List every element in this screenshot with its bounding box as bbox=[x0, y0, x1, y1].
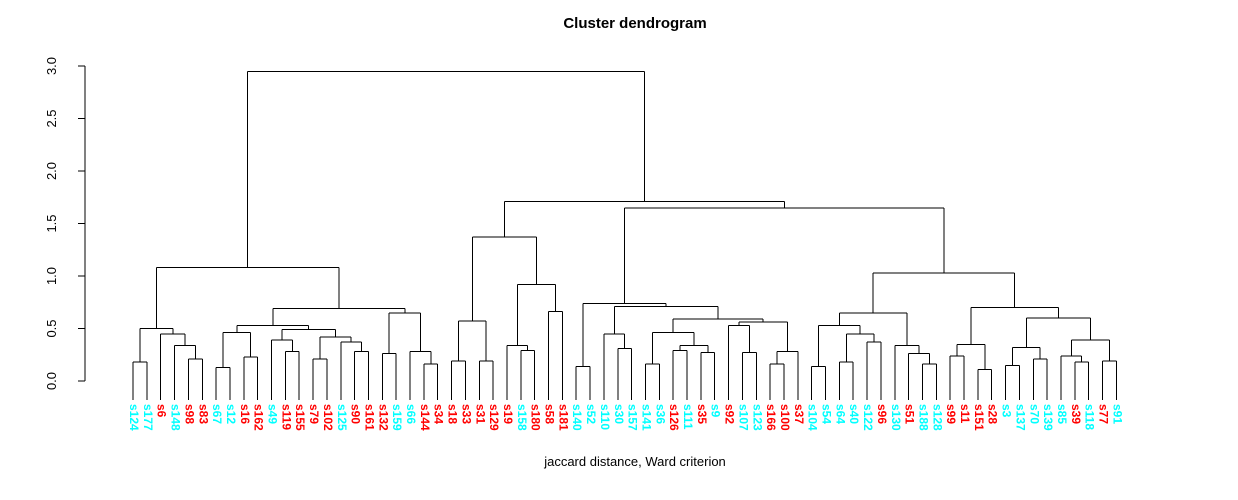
leaf-label-s28: s28 bbox=[986, 404, 1000, 424]
leaf-label-s119: s119 bbox=[279, 404, 293, 430]
leaf-label-s37: s37 bbox=[792, 404, 806, 424]
leaf-label-s159: s159 bbox=[390, 404, 404, 431]
leaf-label-s90: s90 bbox=[349, 404, 363, 424]
leaf-label-s100: s100 bbox=[778, 404, 792, 431]
leaf-label-s99: s99 bbox=[944, 404, 958, 424]
leaf-label-s144: s144 bbox=[418, 404, 432, 431]
leaf-label-s139: s139 bbox=[1041, 404, 1055, 431]
leaf-label-s35: s35 bbox=[695, 404, 709, 424]
leaf-label-s132: s132 bbox=[376, 404, 390, 431]
leaf-label-s52: s52 bbox=[584, 404, 598, 424]
leaf-label-s140: s140 bbox=[570, 404, 584, 431]
leaf-label-s39: s39 bbox=[1069, 404, 1083, 424]
y-tick-label: 1.0 bbox=[44, 267, 59, 285]
leaf-label-s98: s98 bbox=[182, 404, 196, 424]
leaf-label-s91: s91 bbox=[1110, 404, 1124, 424]
leaf-label-s33: s33 bbox=[459, 404, 473, 424]
leaf-label-s104: s104 bbox=[806, 404, 820, 431]
y-tick-label: 2.5 bbox=[44, 109, 59, 127]
leaf-label-s126: s126 bbox=[667, 404, 681, 431]
leaf-label-s31: s31 bbox=[473, 404, 487, 424]
leaf-label-s123: s123 bbox=[750, 404, 764, 431]
leaf-label-s49: s49 bbox=[266, 404, 280, 424]
leaf-label-s18: s18 bbox=[446, 404, 460, 424]
leaf-label-s148: s148 bbox=[169, 404, 183, 431]
y-tick-label: 0.0 bbox=[44, 372, 59, 390]
leaf-label-s19: s19 bbox=[501, 404, 515, 424]
leaf-label-s30: s30 bbox=[612, 404, 626, 424]
leaf-label-s6: s6 bbox=[155, 404, 169, 418]
x-axis-label: jaccard distance, Ward criterion bbox=[544, 454, 726, 469]
leaf-label-s118: s118 bbox=[1083, 404, 1097, 430]
leaf-label-s58: s58 bbox=[543, 404, 557, 424]
leaf-label-s16: s16 bbox=[238, 404, 252, 424]
leaf-label-s157: s157 bbox=[626, 404, 640, 431]
leaf-label-s51: s51 bbox=[903, 404, 917, 424]
leaf-label-s83: s83 bbox=[196, 404, 210, 424]
leaf-label-s79: s79 bbox=[307, 404, 321, 424]
leaf-label-s36: s36 bbox=[653, 404, 667, 424]
leaf-label-s54: s54 bbox=[820, 404, 834, 424]
leaf-label-s111: s111 bbox=[681, 404, 695, 430]
y-tick-label: 1.5 bbox=[44, 214, 59, 232]
leaf-label-s40: s40 bbox=[847, 404, 861, 424]
leaf-label-s162: s162 bbox=[252, 404, 266, 431]
leaf-label-s70: s70 bbox=[1027, 404, 1041, 424]
leaf-label-s181: s181 bbox=[556, 404, 570, 431]
leaf-label-s137: s137 bbox=[1013, 404, 1027, 431]
leaf-label-s161: s161 bbox=[362, 404, 376, 431]
leaf-label-s180: s180 bbox=[529, 404, 543, 431]
leaf-label-s34: s34 bbox=[432, 404, 446, 424]
y-tick-label: 2.0 bbox=[44, 162, 59, 180]
leaf-label-s110: s110 bbox=[598, 404, 612, 430]
leaf-label-s9: s9 bbox=[709, 404, 723, 418]
leaf-label-s158: s158 bbox=[515, 404, 529, 431]
leaf-label-s77: s77 bbox=[1097, 404, 1111, 424]
leaf-label-s102: s102 bbox=[321, 404, 335, 431]
leaf-label-s107: s107 bbox=[736, 404, 750, 431]
leaf-label-s124: s124 bbox=[127, 404, 141, 431]
y-tick-label: 0.5 bbox=[44, 319, 59, 337]
leaf-label-s12: s12 bbox=[224, 404, 238, 424]
leaf-label-s141: s141 bbox=[639, 404, 653, 431]
leaf-label-s11: s11 bbox=[958, 404, 972, 424]
leaf-label-s64: s64 bbox=[833, 404, 847, 424]
leaf-label-s66: s66 bbox=[404, 404, 418, 424]
y-tick-label: 3.0 bbox=[44, 57, 59, 75]
leaf-label-s188: s188 bbox=[916, 404, 930, 431]
leaf-label-s129: s129 bbox=[487, 404, 501, 431]
leaf-label-s177: s177 bbox=[141, 404, 155, 431]
leaf-label-s92: s92 bbox=[723, 404, 737, 424]
leaf-label-s85: s85 bbox=[1055, 404, 1069, 424]
leaf-label-s3: s3 bbox=[1000, 404, 1014, 418]
leaf-label-s166: s166 bbox=[764, 404, 778, 431]
leaf-label-s151: s151 bbox=[972, 404, 986, 431]
leaf-label-s125: s125 bbox=[335, 404, 349, 431]
chart-title: Cluster dendrogram bbox=[563, 15, 707, 32]
leaf-label-s155: s155 bbox=[293, 404, 307, 431]
leaf-label-s96: s96 bbox=[875, 404, 889, 424]
leaf-label-s128: s128 bbox=[930, 404, 944, 431]
leaf-label-s67: s67 bbox=[210, 404, 224, 424]
leaf-label-s130: s130 bbox=[889, 404, 903, 431]
leaf-label-s122: s122 bbox=[861, 404, 875, 431]
